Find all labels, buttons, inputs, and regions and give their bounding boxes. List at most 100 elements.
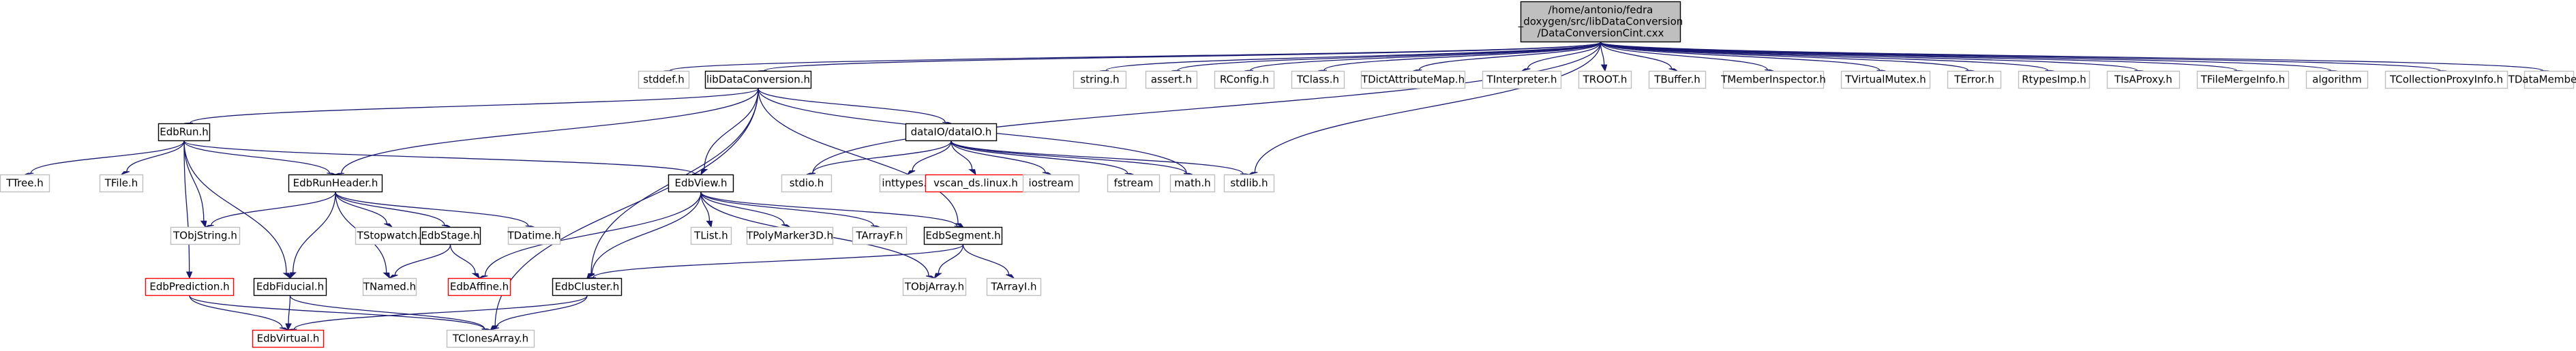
node-label: TFileMergeInfo.h — [2200, 74, 2286, 86]
node-TError: TError.h — [1947, 70, 2002, 89]
node-label: TArrayF.h — [856, 230, 903, 242]
node-EdbPrediction: EdbPrediction.h — [145, 277, 235, 296]
node-box — [2106, 70, 2181, 89]
edge-EdbStage-to-TNamed — [389, 244, 451, 279]
node-label: TMemberInspector.h — [1720, 74, 1826, 86]
node-box — [1169, 174, 1216, 193]
node-TClass: TClass.h — [1291, 70, 1345, 89]
node-label: inttypes.h — [882, 177, 933, 189]
node-label: TInterpreter.h — [1486, 74, 1557, 86]
node-label: string.h — [1080, 74, 1119, 86]
node-TCollectionProxyInfo: TCollectionProxyInfo.h — [2384, 70, 2508, 89]
edge-EdbView-to-TArrayF — [700, 192, 880, 228]
node-box — [1840, 70, 1931, 89]
node-EdbRun[interactable]: EdbRun.h — [158, 123, 211, 142]
node-label: TStopwatch.h — [357, 230, 428, 242]
edge-root-to-TDictAttributeMap — [1413, 42, 1602, 72]
edge-EdbSegment-to-EdbCluster — [586, 244, 964, 279]
edge-EdbView-to-EdbAffine — [479, 192, 702, 279]
edge-dataIO-to-iostream — [950, 140, 1051, 175]
node-label: libDataConversion.h — [706, 74, 810, 86]
node-box — [158, 123, 211, 142]
edge-root-to-RtypesImp — [1600, 42, 2054, 72]
node-label: TBuffer.h — [1653, 74, 1701, 86]
edge-libDataConversion-to-dataIO — [758, 88, 952, 124]
node-box — [253, 277, 327, 296]
node-TArrayF: TArrayF.h — [852, 226, 908, 245]
node-label: stdlib.h — [1230, 177, 1268, 189]
node-EdbCluster[interactable]: EdbCluster.h — [552, 277, 623, 296]
edge-dataIO-to-stdio — [806, 140, 952, 175]
node-label: TVirtualMutex.h — [1844, 74, 1926, 86]
node-box — [852, 226, 908, 245]
edge-EdbRunHeader-to-TObjString — [205, 192, 336, 228]
node-label: stdio.h — [790, 177, 824, 189]
node-stdio: stdio.h — [781, 174, 833, 193]
edge-EdbPrediction-to-TClonesArray — [189, 295, 491, 331]
edge-EdbCluster-to-EdbVirtual — [288, 295, 588, 331]
node-label: dataIO/dataIO.h — [911, 126, 992, 138]
edge-EdbCluster-to-TClonesArray — [490, 295, 588, 331]
node-label: TNamed.h — [363, 281, 416, 293]
edge-EdbRun-to-TFile — [121, 140, 185, 175]
node-root: /home/antonio/fedra_doxygen/src/libDataC… — [1518, 1, 1683, 43]
edge-root-to-TFileMergeInfo — [1600, 42, 2243, 72]
node-EdbView[interactable]: EdbView.h — [668, 174, 734, 193]
node-fstream: fstream — [1107, 174, 1160, 193]
edge-root-to-TInterpreter — [1521, 42, 1602, 72]
node-box — [925, 174, 1027, 193]
node-TArrayI: TArrayI.h — [986, 277, 1042, 296]
node-EdbStage[interactable]: EdbStage.h — [419, 226, 481, 245]
node-EdbRunHeader[interactable]: EdbRunHeader.h — [288, 174, 383, 193]
node-box — [668, 174, 734, 193]
node-box — [1947, 70, 2002, 89]
edge-EdbView-to-TPolyMarker3D — [700, 192, 790, 228]
node-box — [746, 226, 834, 245]
edge-EdbSegment-to-TArrayI — [962, 244, 1015, 279]
edge-EdbRun-to-EdbRunHeader — [183, 140, 336, 175]
node-label: EdbRunHeader.h — [293, 177, 378, 189]
node-libDataConversion[interactable]: libDataConversion.h — [704, 70, 812, 89]
node-box — [690, 226, 732, 245]
node-box — [2018, 70, 2091, 89]
node-label: TPolyMarker3D.h — [746, 230, 833, 242]
node-label: EdbView.h — [674, 177, 727, 189]
node-box — [638, 70, 690, 89]
edge-root-to-libDataConversion — [758, 42, 1602, 72]
node-TTree: TTree.h — [0, 174, 50, 193]
edge-libDataConversion-to-EdbRun — [183, 88, 759, 124]
node-box — [2305, 70, 2369, 89]
node-label: _doxygen/src/libDataConversion — [1518, 16, 1683, 29]
node-stdlib: stdlib.h — [1223, 174, 1275, 193]
edge-root-to-stdio — [806, 42, 1602, 175]
node-EdbFiducial[interactable]: EdbFiducial.h — [253, 277, 327, 296]
node-box — [986, 277, 1042, 296]
edge-EdbRunHeader-to-EdbStage — [335, 192, 451, 228]
node-EdbSegment[interactable]: EdbSegment.h — [923, 226, 1003, 245]
node-EdbVirtual: EdbVirtual.h — [252, 329, 325, 348]
node-TList: TList.h — [690, 226, 732, 245]
node-label: stddef.h — [643, 74, 684, 86]
node-label: algorithm — [2312, 74, 2361, 86]
node-box — [0, 174, 50, 193]
node-box — [2523, 70, 2575, 89]
edge-dataIO-to-math — [950, 140, 1193, 175]
edge-EdbRun-to-EdbFiducial — [183, 140, 291, 279]
edge-root-to-TBuffer — [1600, 42, 1678, 72]
edge-dataIO-to-stdlib — [950, 140, 1250, 175]
node-label: EdbVirtual.h — [257, 333, 320, 345]
node-TObjArray: TObjArray.h — [902, 277, 967, 296]
edge-EdbPrediction-to-EdbVirtual — [189, 295, 288, 331]
node-box — [2384, 70, 2508, 89]
node-dataIO[interactable]: dataIO/dataIO.h — [905, 123, 998, 142]
node-string: string.h — [1073, 70, 1127, 89]
edge-root-to-assert — [1171, 42, 1602, 72]
node-label: TROOT.h — [1583, 74, 1628, 86]
node-TNamed: TNamed.h — [362, 277, 417, 296]
node-box — [1022, 174, 1080, 193]
edge-dataIO-to-fstream — [950, 140, 1134, 175]
node-label: TDictAttributeMap.h — [1361, 74, 1465, 86]
node-TDictAttributeMap: TDictAttributeMap.h — [1360, 70, 1466, 89]
edge-dataIO-to-inttypes — [906, 140, 952, 176]
